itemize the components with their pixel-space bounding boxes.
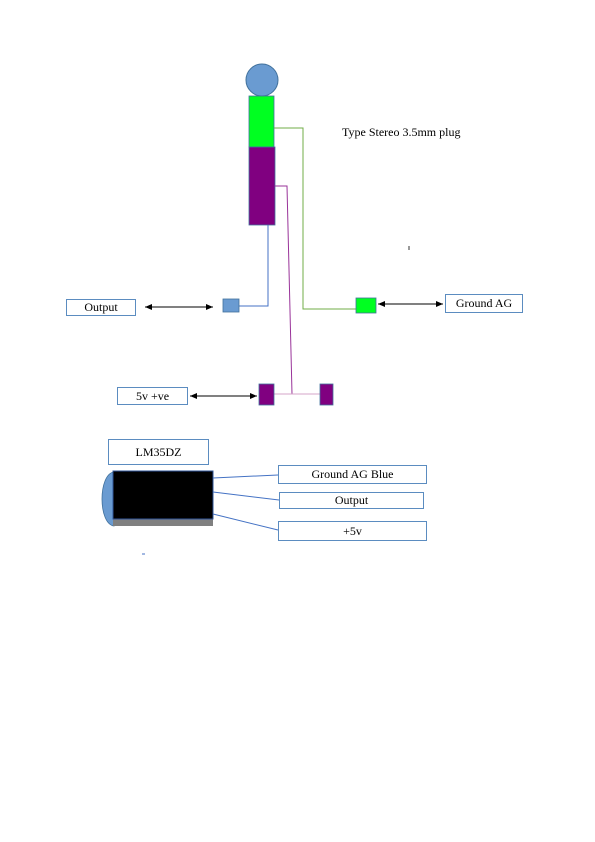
ground-label: Ground AG [445,294,523,313]
plug-ring [248,95,275,148]
wire-sleeve-to-5v [275,185,293,395]
wire-ring-to-ground [274,127,356,310]
sensor-body [112,470,214,520]
sensor-pin-ground-label: Ground AG Blue [278,465,427,484]
plug-sleeve [248,146,276,226]
plug-tip [245,63,279,97]
sensor-pin-line-output [212,491,280,501]
sensor-pin-output-label: Output [279,492,424,509]
five-volt-pad-left [258,383,275,406]
five-volt-pad-right [319,383,334,406]
output-label: Output [66,299,136,316]
sensor-name-label: LM35DZ [108,439,209,465]
sensor-curved-front [101,471,115,527]
five-volt-label: 5v +ve [117,387,188,405]
sensor-pin-5v-label: +5v [278,521,427,541]
sensor-pin-line-ground [212,474,279,479]
output-pad [222,298,240,313]
sensor-base [113,517,213,526]
wire-tip-to-output [239,225,269,307]
ground-pad [355,297,377,314]
sensor-pin-line-5v [212,513,279,531]
plug-type-title: Type Stereo 3.5mm plug [342,125,461,139]
